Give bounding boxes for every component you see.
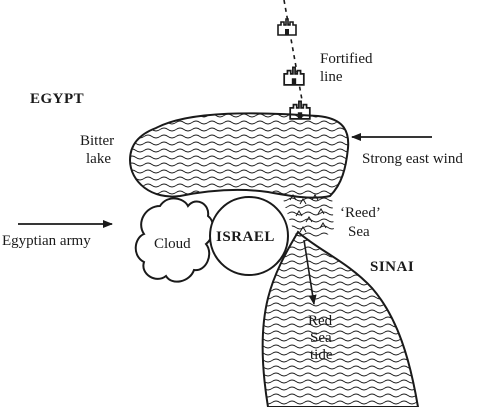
label-bitter-lake-2: lake [86, 151, 111, 167]
arrow-icon [303, 239, 317, 305]
fortified-line [283, 0, 303, 101]
label-israel: ISRAEL [216, 229, 275, 245]
label-red-sea-3: tide [310, 347, 333, 363]
label-cloud: Cloud [154, 236, 191, 252]
label-egypt: EGYPT [30, 91, 84, 107]
label-reed-sea-2: Sea [348, 224, 370, 240]
cloud-shape [134, 197, 214, 283]
label-bitter-lake-1: Bitter [80, 133, 114, 149]
label-strong-wind: Strong east wind [362, 151, 463, 167]
label-red-sea-2: Sea [310, 330, 332, 346]
label-fortified-line-1: Fortified [320, 51, 373, 67]
label-reed-sea-1: ‘Reed’ [340, 205, 381, 221]
label-sinai: SINAI [370, 259, 414, 275]
label-fortified-line-2: line [320, 69, 343, 85]
label-egyptian-army: Egyptian army [2, 233, 91, 249]
fort-icon [283, 66, 305, 86]
reed-sea-water [282, 194, 334, 241]
bitter-lake-water [128, 112, 350, 199]
israel-circle [209, 196, 289, 276]
fort-icon [277, 18, 297, 36]
label-red-sea-1: Red [308, 313, 333, 329]
